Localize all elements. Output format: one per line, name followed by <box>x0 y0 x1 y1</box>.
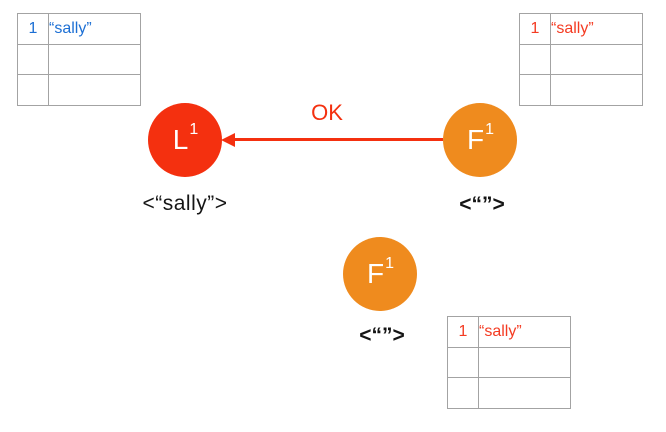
table-row <box>17 43 141 75</box>
node-follower-bottom-superscript: 1 <box>385 255 394 272</box>
node-leader-superscript: 1 <box>189 121 199 138</box>
node-follower-top-letter: F <box>466 124 485 155</box>
log-index-cell <box>17 74 49 106</box>
log-value-cell <box>478 377 571 409</box>
node-follower-bottom-letter: F <box>366 258 385 289</box>
message-arrow-line <box>233 138 443 141</box>
table-row: 1 “sally” <box>447 316 571 348</box>
log-table-top-right: 1 “sally” <box>519 13 643 106</box>
log-table-top-left: 1 “sally” <box>17 13 141 106</box>
log-index-cell: 1 <box>17 13 49 45</box>
log-value-cell <box>550 74 643 106</box>
log-index-cell <box>519 43 551 75</box>
log-value-cell <box>478 346 571 378</box>
log-index-cell <box>447 377 479 409</box>
log-value-cell <box>48 43 141 75</box>
follower-top-state-label: <“”> <box>459 193 505 216</box>
message-ok-label: OK <box>311 100 343 125</box>
table-row <box>447 346 571 378</box>
leader-state-label: <“sally”> <box>142 192 228 215</box>
log-value-cell <box>550 43 643 75</box>
message-arrowhead-icon <box>221 132 235 147</box>
node-follower-top-superscript: 1 <box>485 121 494 138</box>
log-index-cell <box>519 74 551 106</box>
node-leader-letter: L <box>172 124 189 155</box>
table-row: 1 “sally” <box>519 13 643 45</box>
log-value-cell: “sally” <box>48 13 141 45</box>
follower-bottom-state-label: <“”> <box>359 324 405 347</box>
log-index-cell: 1 <box>447 316 479 348</box>
table-row: 1 “sally” <box>17 13 141 45</box>
table-row <box>519 43 643 75</box>
log-index-cell: 1 <box>519 13 551 45</box>
log-table-bottom-right: 1 “sally” <box>447 316 571 409</box>
log-value-cell: “sally” <box>478 316 571 348</box>
log-value-cell: “sally” <box>550 13 643 45</box>
table-row <box>17 74 141 106</box>
log-index-cell <box>17 43 49 75</box>
table-row <box>519 74 643 106</box>
log-index-cell <box>447 346 479 378</box>
log-value-cell <box>48 74 141 106</box>
table-row <box>447 377 571 409</box>
